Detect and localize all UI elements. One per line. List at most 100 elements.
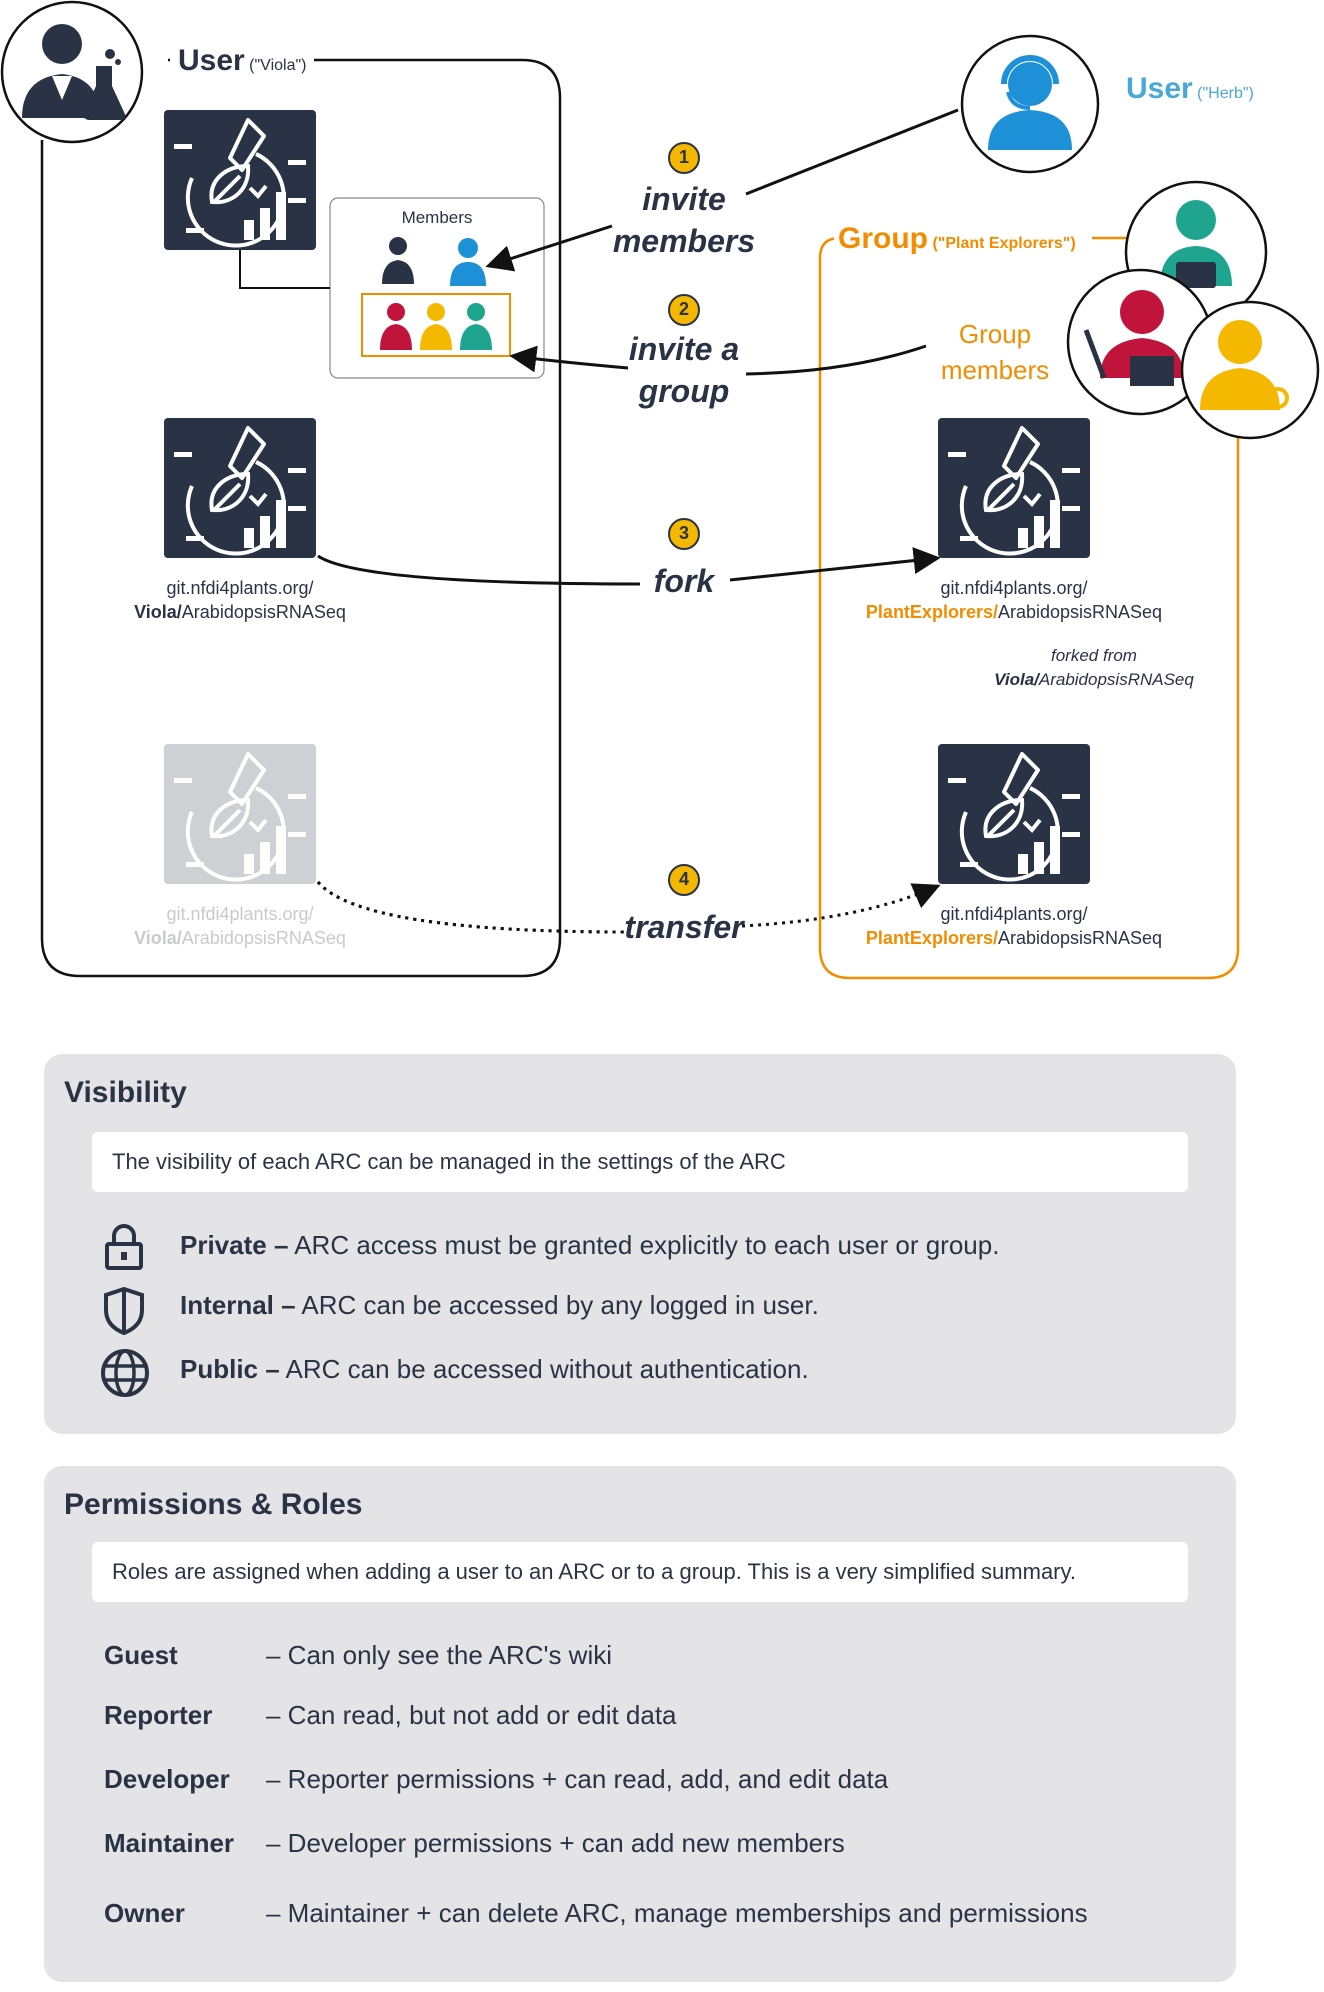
role-reporter-name: Reporter: [104, 1700, 213, 1730]
visibility-internal-desc: ARC can be accessed by any logged in use…: [295, 1290, 819, 1320]
invite-group-arrow: [512, 346, 927, 374]
step-3-line1: fork: [653, 563, 715, 599]
step-4-label: transfer: [594, 906, 774, 948]
lock-icon: [105, 1224, 143, 1270]
group-title: Group ("Plant Explorers"): [834, 222, 1080, 256]
step-2-number: 2: [678, 299, 689, 319]
visibility-internal: Internal – ARC can be accessed by any lo…: [180, 1290, 819, 1321]
user-herb-title-sub: ("Herb"): [1197, 85, 1254, 102]
members-box-title: Members: [401, 208, 473, 227]
role-owner-name: Owner: [104, 1898, 185, 1928]
user-herb-avatar: [960, 34, 1100, 174]
step-1-number: 1: [678, 147, 689, 167]
path-group-fork-full: PlantExplorers/ArabidopsisRNASeq: [860, 600, 1168, 624]
step-2-line1: invite a: [628, 331, 740, 367]
workflow-diagram: [0, 0, 1320, 980]
members-box-avatars: [382, 237, 486, 286]
members-box-group-avatars: [380, 303, 492, 350]
visibility-panel: Visibility The visibility of each ARC ca…: [44, 1054, 1236, 1434]
step-2-label: invite a group: [594, 328, 774, 412]
path-viola-transfer-owner: Viola/: [134, 928, 182, 948]
group-title-sub: ("Plant Explorers"): [932, 235, 1076, 252]
role-maintainer-name: Maintainer: [104, 1828, 235, 1858]
path-viola-transfer-host: git.nfdi4plants.org/: [166, 904, 314, 924]
role-developer-name: Developer: [104, 1764, 230, 1794]
path-viola-fork-full: Viola/ArabidopsisRNASeq: [110, 600, 370, 624]
permissions-panel: Permissions & Roles Roles are assigned w…: [44, 1466, 1236, 1982]
path-group-transfer-host: git.nfdi4plants.org/: [940, 904, 1088, 924]
permissions-title: Permissions & Roles: [64, 1488, 363, 1521]
path-group-transfer-owner: PlantExplorers/: [865, 928, 998, 948]
fork-arrow-left: [317, 554, 641, 586]
user-herb-title: User ("Herb"): [1126, 72, 1254, 106]
transfer-arrow-left-part: [316, 881, 627, 934]
path-group-transfer: git.nfdi4plants.org/ PlantExplorers/Arab…: [860, 902, 1168, 950]
user-viola-title: User ("Viola"): [170, 44, 315, 78]
step-1-line2: members: [612, 223, 756, 259]
step-badges: [668, 142, 700, 896]
group-members-line1: Group: [958, 319, 1032, 349]
arc-icon-group-fork: [936, 416, 1092, 560]
path-forked-from-repo: ArabidopsisRNASeq: [1038, 670, 1194, 689]
path-group-transfer-full: PlantExplorers/ArabidopsisRNASeq: [860, 926, 1168, 950]
step-1-line1: invite: [642, 181, 726, 217]
path-group-fork-repo: ArabidopsisRNASeq: [997, 602, 1163, 622]
user-viola-avatar: [0, 0, 144, 144]
role-maintainer-desc: – Developer permissions + can add new me…: [266, 1828, 845, 1858]
user-viola-title-main: User: [178, 44, 245, 77]
group-title-main: Group: [838, 222, 928, 255]
step-2-line2: group: [638, 373, 730, 409]
visibility-public: Public – ARC can be accessed without aut…: [180, 1354, 809, 1385]
group-members-line2: members: [940, 355, 1050, 385]
path-viola-fork: git.nfdi4plants.org/ Viola/ArabidopsisRN…: [110, 576, 370, 624]
path-group-fork-owner: PlantExplorers/: [865, 602, 998, 622]
visibility-note: The visibility of each ARC can be manage…: [92, 1132, 1188, 1192]
arc-members-connector: [239, 250, 330, 289]
role-guest-name: Guest: [104, 1640, 178, 1670]
step-4-number: 4: [678, 869, 689, 889]
arc-icon-viola-fork: [162, 416, 318, 560]
path-forked-from-full: Viola/ArabidopsisRNASeq: [960, 668, 1228, 692]
arc-icon-viola-transfer: [162, 742, 318, 886]
visibility-private-term: Private –: [180, 1230, 289, 1260]
step-1-label: invite members: [594, 178, 774, 262]
user-viola-title-sub: ("Viola"): [249, 57, 307, 74]
user-herb-title-main: User: [1126, 72, 1193, 105]
path-group-fork-host: git.nfdi4plants.org/: [940, 578, 1088, 598]
globe-icon: [101, 1349, 149, 1397]
shield-icon: [104, 1286, 144, 1336]
group-members-label: Group members: [920, 316, 1070, 388]
path-forked-from-owner: Viola/: [994, 670, 1039, 689]
path-forked-from: forked from Viola/ArabidopsisRNASeq: [960, 644, 1228, 692]
step-3-label: fork: [594, 560, 774, 602]
visibility-public-desc: ARC can be accessed without authenticati…: [279, 1354, 809, 1384]
path-forked-from-line1: forked from: [1051, 646, 1137, 665]
visibility-private: Private – ARC access must be granted exp…: [180, 1230, 999, 1261]
role-guest-desc: – Can only see the ARC's wiki: [266, 1640, 613, 1670]
arc-icon-group-transfer: [936, 742, 1092, 886]
path-viola-fork-owner: Viola/: [134, 602, 182, 622]
step-3-number: 3: [678, 523, 689, 543]
group-member-avatars: [1066, 180, 1320, 440]
permissions-note: Roles are assigned when adding a user to…: [92, 1542, 1188, 1602]
fork-arrow-right: [729, 547, 941, 582]
path-viola-transfer-full: Viola/ArabidopsisRNASeq: [110, 926, 370, 950]
role-reporter-desc: – Can read, but not add or edit data: [266, 1700, 677, 1730]
invite-members-from-herb: [745, 108, 959, 196]
visibility-title: Visibility: [64, 1076, 187, 1109]
path-viola-fork-host: git.nfdi4plants.org/: [166, 578, 314, 598]
visibility-private-desc: ARC access must be granted explicitly to…: [288, 1230, 1000, 1260]
path-viola-transfer: git.nfdi4plants.org/ Viola/ArabidopsisRN…: [110, 902, 370, 950]
path-viola-transfer-repo: ArabidopsisRNASeq: [181, 928, 346, 948]
path-viola-fork-repo: ArabidopsisRNASeq: [181, 602, 346, 622]
visibility-internal-term: Internal –: [180, 1290, 296, 1320]
step-4-line1: transfer: [624, 909, 744, 945]
invite-members-arrow: [485, 224, 613, 272]
arc-icon-viola-main: [162, 108, 318, 252]
role-developer-desc: – Reporter permissions + can read, add, …: [266, 1764, 889, 1794]
user-viola-box: [40, 58, 562, 978]
visibility-public-term: Public –: [180, 1354, 280, 1384]
path-group-transfer-repo: ArabidopsisRNASeq: [997, 928, 1163, 948]
path-group-fork: git.nfdi4plants.org/ PlantExplorers/Arab…: [860, 576, 1168, 624]
role-owner-desc: – Maintainer + can delete ARC, manage me…: [266, 1898, 1088, 1928]
